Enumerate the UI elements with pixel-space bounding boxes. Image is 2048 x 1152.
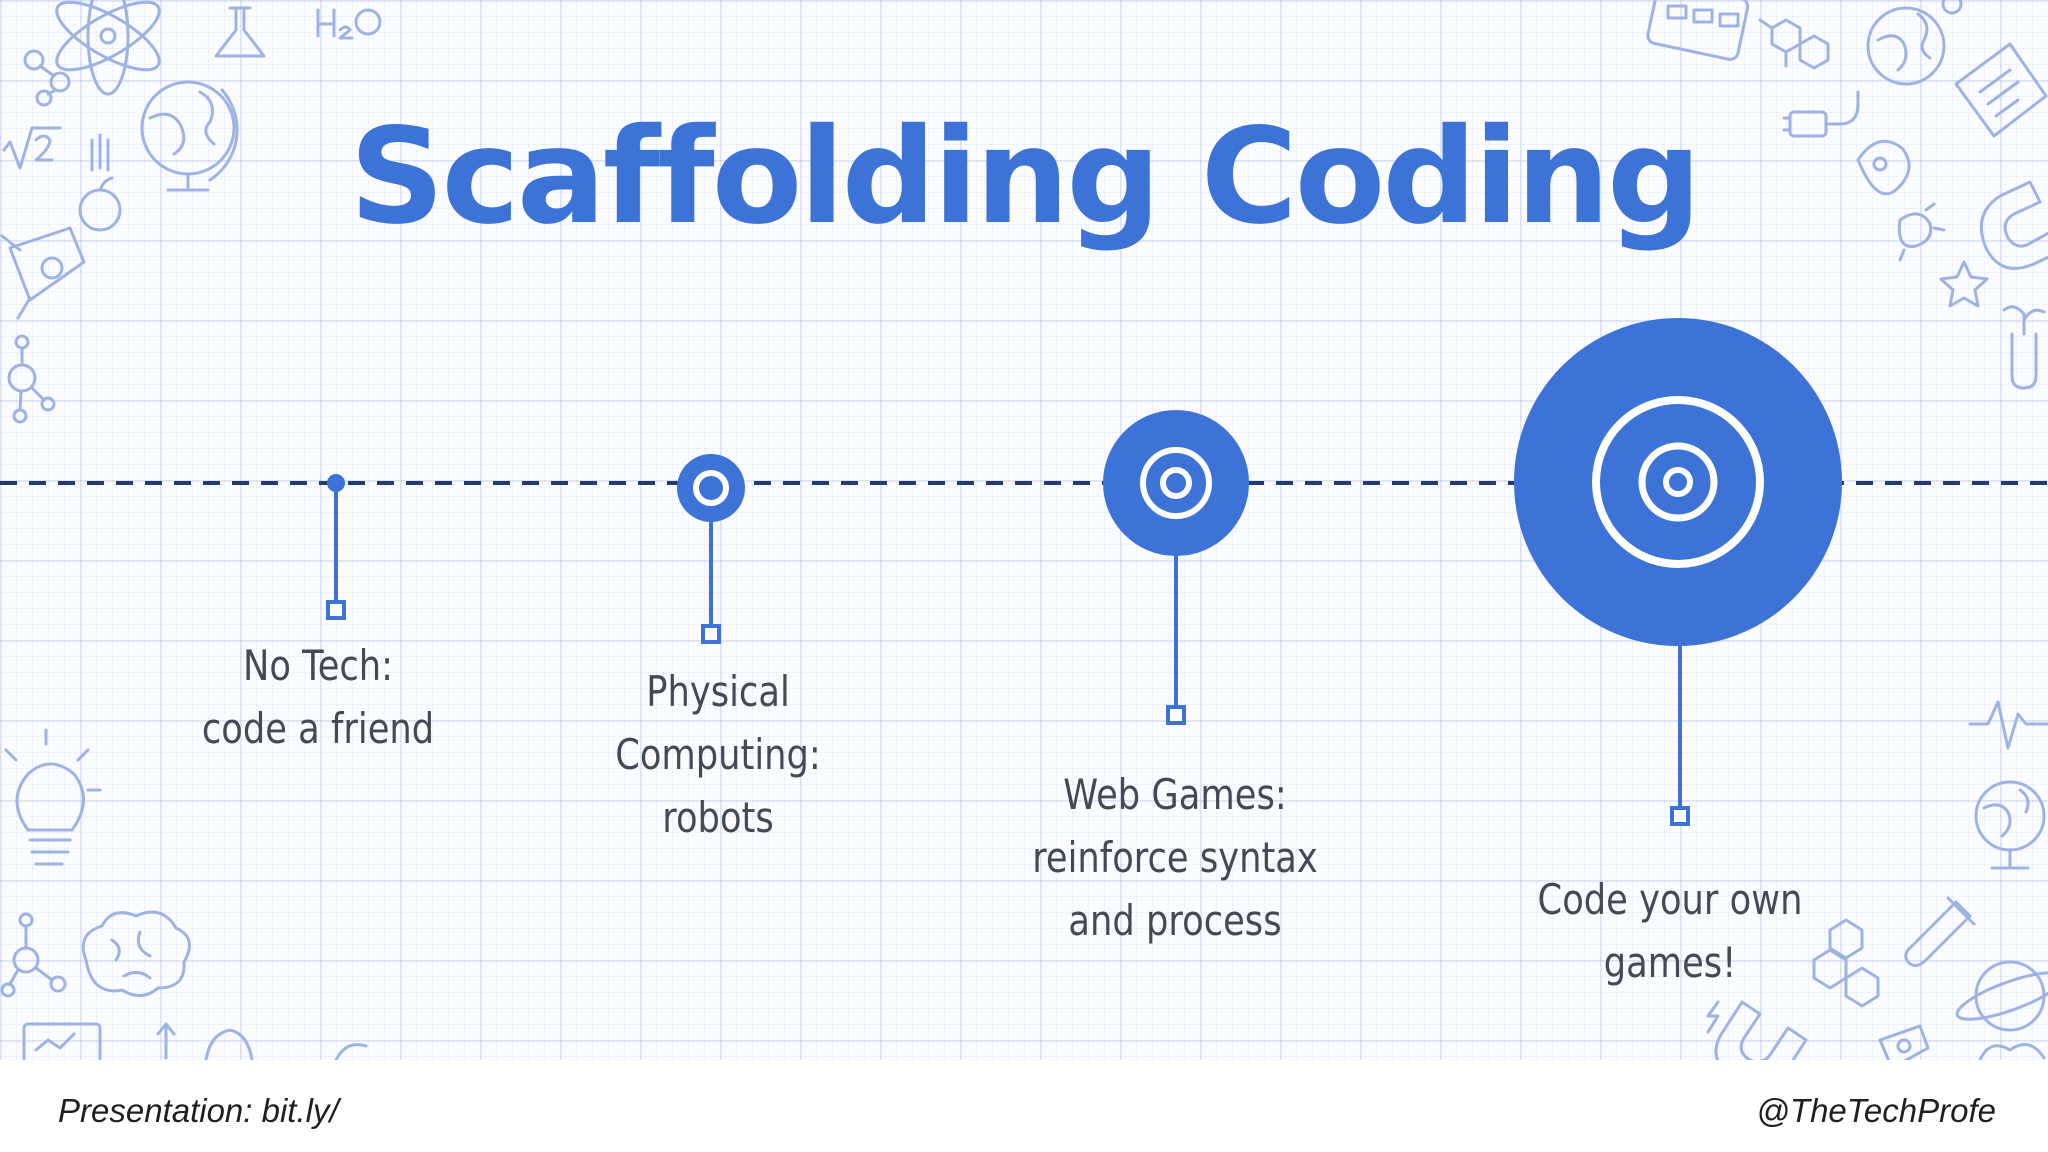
paper-icon bbox=[1954, 42, 2048, 138]
stage-3-endpoint bbox=[1166, 705, 1186, 725]
stage-4-line-2: games! bbox=[1603, 938, 1737, 987]
stage-3-marker bbox=[1103, 410, 1249, 725]
stage-1-label: No Tech: code a friend bbox=[192, 634, 444, 760]
presentation-link[interactable]: Presentation: bit.ly/ bbox=[58, 1092, 339, 1129]
target-icon bbox=[677, 454, 745, 522]
stage-3-line-2: reinforce syntax bbox=[1032, 833, 1318, 882]
molecule-icon bbox=[0, 912, 67, 998]
arrow-icon bbox=[156, 1022, 176, 1060]
rocket-icon bbox=[1878, 1024, 1930, 1060]
stage-3-line-3: and process bbox=[1068, 896, 1282, 945]
author-handle: @TheTechProfe bbox=[1756, 1092, 1996, 1129]
slide: Scaffolding Coding No Tech: code a frien… bbox=[0, 0, 2048, 1060]
stage-1-line-2: code a friend bbox=[201, 704, 435, 753]
lightbulb-icon bbox=[4, 728, 102, 866]
rocket-icon bbox=[334, 1043, 368, 1060]
globe-icon bbox=[1974, 780, 2046, 870]
molecule-icon bbox=[23, 49, 71, 107]
stage-2-endpoint bbox=[701, 624, 721, 644]
brain-icon bbox=[81, 910, 191, 997]
molecule-icon bbox=[1812, 918, 1880, 1008]
stage-2-line-3: robots bbox=[662, 793, 774, 842]
book-icon bbox=[1978, 1043, 2046, 1060]
molecule-icon bbox=[7, 334, 56, 424]
molecule-icon bbox=[1758, 18, 1830, 70]
stage-2-line-2: Computing: bbox=[615, 730, 821, 779]
rocket-icon bbox=[0, 226, 86, 320]
calculator-icon bbox=[1646, 0, 1750, 61]
plug-icon bbox=[1782, 90, 1860, 138]
test-tube-icon bbox=[2002, 305, 2046, 390]
timeline bbox=[0, 318, 2048, 826]
lightning-icon bbox=[1706, 1000, 1720, 1034]
stage-2-line-1: Physical bbox=[646, 667, 790, 716]
stage-4-marker bbox=[1514, 318, 1842, 826]
calculator-icon bbox=[22, 1022, 102, 1060]
stage-1-endpoint bbox=[326, 600, 346, 620]
flask-icon bbox=[214, 6, 266, 58]
slide-title: Scaffolding Coding bbox=[349, 100, 1701, 254]
stage-2-label: Physical Computing: robots bbox=[592, 660, 844, 849]
globe-icon bbox=[140, 80, 239, 192]
sqrt-icon bbox=[2, 126, 62, 170]
stage-1-line-1: No Tech: bbox=[242, 641, 394, 690]
stage-1-marker bbox=[326, 474, 346, 620]
globe-icon bbox=[1866, 0, 1963, 86]
magnet-icon bbox=[1714, 1000, 1808, 1060]
target-icon bbox=[1103, 410, 1249, 556]
magnet-icon bbox=[1979, 180, 2048, 270]
doodle-border bbox=[0, 0, 2048, 1060]
heartbeat-icon bbox=[1968, 700, 2048, 750]
test-tube-icon bbox=[1904, 896, 1976, 967]
planet-icon bbox=[1955, 960, 2048, 1032]
apple-icon bbox=[78, 133, 122, 232]
stage-4-endpoint bbox=[1670, 806, 1690, 826]
h2o-icon bbox=[316, 8, 382, 40]
stage-3-line-1: Web Games: bbox=[1063, 770, 1287, 819]
stage-2-marker bbox=[677, 454, 745, 644]
target-icon bbox=[1514, 318, 1842, 646]
bacteria-icon bbox=[1856, 139, 1946, 262]
stage-4-label: Code your own games! bbox=[1519, 868, 1821, 994]
stage-3-label: Web Games: reinforce syntax and process bbox=[1028, 763, 1322, 952]
star-icon bbox=[1939, 260, 1989, 308]
planet-icon bbox=[204, 1028, 254, 1060]
atom-icon bbox=[55, 0, 161, 96]
dot-icon bbox=[327, 474, 345, 492]
stage-4-line-1: Code your own bbox=[1537, 875, 1803, 924]
